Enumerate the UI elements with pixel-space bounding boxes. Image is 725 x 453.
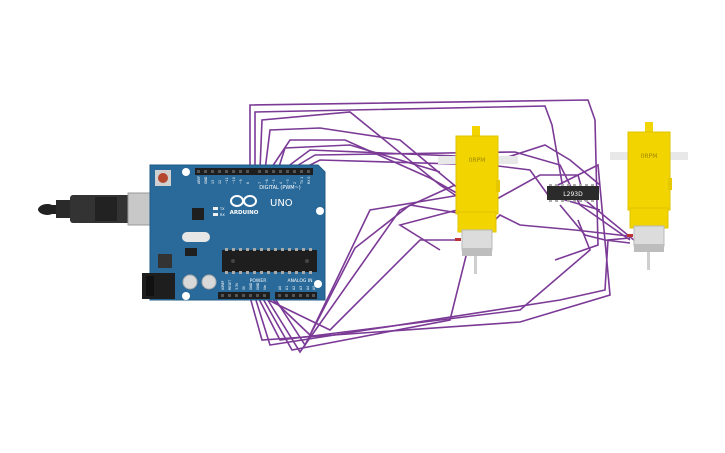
- digital-pin-label: ~5: [272, 179, 276, 184]
- analog-pin-label: A1: [285, 286, 289, 290]
- digital-pin-label: ~9: [239, 179, 243, 184]
- wire[interactable]: [277, 144, 441, 173]
- dc-motor-right[interactable]: 0RPM: [610, 122, 688, 270]
- power-pin-label: GND: [256, 282, 260, 290]
- tx-label: TX: [219, 207, 225, 211]
- rx-label: RX: [220, 213, 225, 217]
- wire[interactable]: [254, 105, 601, 211]
- l293d-chip[interactable]: L293D: [547, 184, 599, 202]
- regulator: [158, 254, 172, 268]
- wire[interactable]: [261, 239, 460, 331]
- capacitor: [201, 274, 217, 290]
- digital-pin-label: AREF: [197, 176, 201, 184]
- wire[interactable]: [254, 237, 631, 346]
- power-label: POWER: [250, 278, 267, 284]
- digital-pin-label: GND: [204, 176, 208, 184]
- digital-header[interactable]: [195, 168, 313, 175]
- analog-pin-label: A3: [299, 286, 303, 290]
- digital-pin-label: 7: [258, 182, 262, 184]
- power-pin-label: 3.3V: [235, 282, 239, 290]
- wire[interactable]: [299, 159, 549, 196]
- power-pin-label: GND: [249, 282, 253, 290]
- motor-left-rpm: 0RPM: [469, 157, 486, 164]
- analog-header[interactable]: [275, 292, 317, 299]
- atmega-chip: [222, 250, 317, 272]
- arduino-logo: [230, 195, 257, 207]
- digital-pin-label: TX 1: [300, 177, 304, 185]
- wire[interactable]: [264, 127, 461, 191]
- wire[interactable]: [269, 194, 461, 337]
- wire[interactable]: [269, 139, 463, 197]
- digital-pin-label: ~11: [225, 177, 229, 184]
- digital-pin-label: 12: [218, 180, 222, 184]
- digital-pin-label: ~6: [265, 179, 269, 184]
- digital-pin-label: RX 0: [307, 177, 311, 184]
- digital-pin-label: 4: [279, 182, 283, 184]
- wire[interactable]: [249, 99, 599, 261]
- digital-pin-label: 8: [246, 182, 250, 184]
- wire[interactable]: [559, 204, 631, 244]
- arduino-uno-board[interactable]: DIGITAL (PWM~) ARDUINO UNO TX RX POWER A…: [142, 164, 326, 301]
- wire[interactable]: [273, 204, 471, 347]
- analog-pin-label: A5: [312, 286, 316, 290]
- usb-chip: [192, 208, 204, 220]
- chip-label: L293D: [563, 191, 583, 198]
- wire[interactable]: [257, 219, 591, 341]
- digital-pin-label: 13: [211, 180, 215, 184]
- wire[interactable]: [265, 184, 456, 354]
- wire-bundle[interactable]: [249, 99, 641, 354]
- capacitor: [182, 274, 198, 290]
- crystal: [182, 232, 210, 242]
- wire[interactable]: [249, 163, 611, 341]
- power-pin-label: 5V: [242, 285, 246, 290]
- digital-pin-label: ~3: [286, 179, 290, 184]
- reset-button-cap[interactable]: [158, 173, 168, 183]
- digital-pin-label: ~10: [232, 177, 236, 184]
- analog-label: ANALOG IN: [287, 278, 312, 284]
- dc-motor-left[interactable]: 0RPM: [438, 126, 518, 274]
- analog-pin-label: A2: [292, 286, 296, 290]
- power-pin-label: RESET: [228, 280, 232, 290]
- wire[interactable]: [289, 151, 631, 241]
- digital-label: DIGITAL (PWM~): [259, 185, 301, 191]
- digital-pin-label: 2: [293, 182, 297, 184]
- wire[interactable]: [282, 144, 601, 186]
- arduino-logo-text: ARDUINO: [230, 210, 259, 216]
- power-pin-label: IOREF: [221, 280, 225, 290]
- wire[interactable]: [259, 111, 471, 206]
- model-label: UNO: [270, 198, 293, 209]
- analog-pin-label: A4: [306, 286, 310, 290]
- power-pin-label: Vin: [263, 285, 267, 290]
- wire[interactable]: [398, 174, 641, 251]
- motor-right-rpm: 0RPM: [641, 153, 658, 160]
- analog-pin-label: A0: [278, 286, 282, 290]
